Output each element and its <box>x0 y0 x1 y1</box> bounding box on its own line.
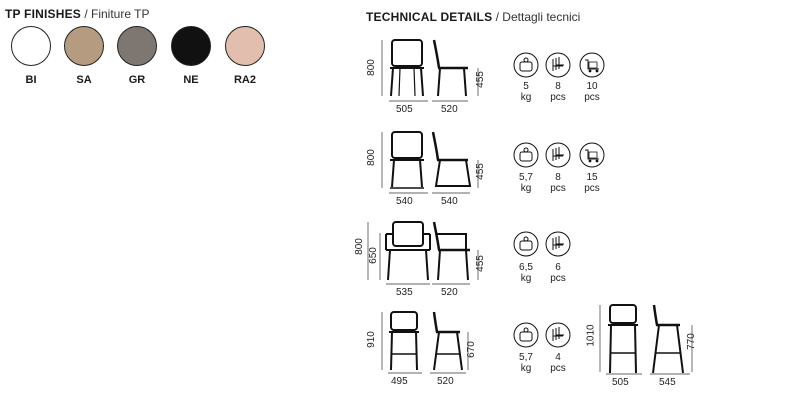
tall-stool-front-view <box>608 304 638 374</box>
weight-unit-2: kg <box>520 183 532 194</box>
stool-front-view-4 <box>389 311 419 371</box>
stacking-icon <box>545 142 571 168</box>
trolley-number-1: 10 <box>586 81 598 92</box>
stack-value-3: 6 pcs <box>543 262 573 284</box>
trolley-icon <box>579 52 605 78</box>
dim-tall-width: 505 <box>612 377 629 388</box>
swatch-code-ra2: RA2 <box>233 74 256 86</box>
swatch-code-bi: BI <box>25 74 37 86</box>
stack-unit-3: pcs <box>550 273 566 284</box>
dim-depth-2: 540 <box>441 196 458 207</box>
chair-side-view-2 <box>431 131 472 187</box>
swatch-code-ne: NE <box>183 74 199 86</box>
dim-seat-4: 670 <box>465 341 477 358</box>
technical-subtitle: / Dettagli tecnici <box>495 10 581 24</box>
armchair-front-view-3 <box>385 221 431 281</box>
stack-number-1: 8 <box>555 81 561 92</box>
weight-value-2: 5,7 kg <box>511 172 541 194</box>
weight-icon <box>513 142 539 168</box>
dim-depth-4: 520 <box>437 376 454 387</box>
weight-unit-1: kg <box>520 92 532 103</box>
weight-number-2: 5,7 <box>519 172 533 183</box>
stacking-icon <box>545 231 571 257</box>
technical-title: TECHNICAL DETAILS <box>366 10 493 24</box>
dim-seat-1: 455 <box>474 71 486 88</box>
stack-value-4: 4 pcs <box>543 352 573 374</box>
dim-seat-3: 455 <box>474 255 486 272</box>
dim-width-2: 540 <box>396 196 413 207</box>
weight-number-1: 5 <box>523 81 529 92</box>
dim-depth-1: 520 <box>441 104 458 115</box>
dim-seat-2: 455 <box>474 163 486 180</box>
stack-unit-4: pcs <box>550 363 566 374</box>
dim-depth-3: 520 <box>441 287 458 298</box>
trolley-unit-2: pcs <box>584 183 600 194</box>
finishes-subtitle: / Finiture TP <box>84 7 150 21</box>
stack-unit-2: pcs <box>550 183 566 194</box>
stacking-icon <box>545 52 571 78</box>
weight-unit-4: kg <box>520 363 532 374</box>
technical-heading: TECHNICAL DETAILS / Dettagli tecnici <box>366 10 580 24</box>
weight-icon <box>513 52 539 78</box>
weight-number-3: 6,5 <box>519 262 533 273</box>
dim-tall-depth: 545 <box>659 377 676 388</box>
swatch-code-gr: GR <box>128 74 146 86</box>
swatch-sa <box>64 26 104 66</box>
trolley-icon <box>579 142 605 168</box>
stack-value-2: 8 pcs <box>543 172 573 194</box>
swatch-code-sa: SA <box>76 74 92 86</box>
chair-side-view-1 <box>432 39 468 97</box>
weight-value-1: 5 kg <box>511 81 541 103</box>
armchair-side-view-3 <box>432 221 470 281</box>
finishes-heading: TP FINISHES / Finiture TP <box>5 7 149 21</box>
weight-value-4: 5,7 kg <box>511 352 541 374</box>
dim-tall-height: 1010 <box>585 324 597 347</box>
weight-unit-3: kg <box>520 273 532 284</box>
stack-number-2: 8 <box>555 172 561 183</box>
stack-number-4: 4 <box>555 352 561 363</box>
finishes-title: TP FINISHES <box>5 7 81 21</box>
swatch-bi <box>11 26 51 66</box>
dim-width-3: 535 <box>396 287 413 298</box>
dim-height-1: 800 <box>365 59 377 76</box>
weight-number-4: 5,7 <box>519 352 533 363</box>
dim-height-4: 910 <box>365 331 377 348</box>
trolley-number-2: 15 <box>586 172 598 183</box>
chair-front-view-2 <box>390 131 424 189</box>
weight-icon <box>513 322 539 348</box>
weight-value-3: 6,5 kg <box>511 262 541 284</box>
swatch-gr <box>117 26 157 66</box>
dim-height-3: 800 <box>353 238 365 255</box>
stack-unit-1: pcs <box>550 92 566 103</box>
dim-width-1: 505 <box>396 104 413 115</box>
stack-number-3: 6 <box>555 262 561 273</box>
trolley-value-2: 15 pcs <box>577 172 607 194</box>
dim-tall-seat: 770 <box>685 333 697 350</box>
tall-stool-side-view <box>652 304 684 374</box>
stool-side-view-4 <box>432 311 463 371</box>
swatch-ne <box>171 26 211 66</box>
stacking-icon <box>545 322 571 348</box>
dim-height-2: 800 <box>365 149 377 166</box>
trolley-value-1: 10 pcs <box>577 81 607 103</box>
trolley-unit-1: pcs <box>584 92 600 103</box>
stack-value-1: 8 pcs <box>543 81 573 103</box>
chair-front-view-1 <box>390 39 424 97</box>
weight-icon <box>513 231 539 257</box>
swatch-ra2 <box>225 26 265 66</box>
dim-width-4: 495 <box>391 376 408 387</box>
dim-arm-3: 650 <box>367 247 379 264</box>
